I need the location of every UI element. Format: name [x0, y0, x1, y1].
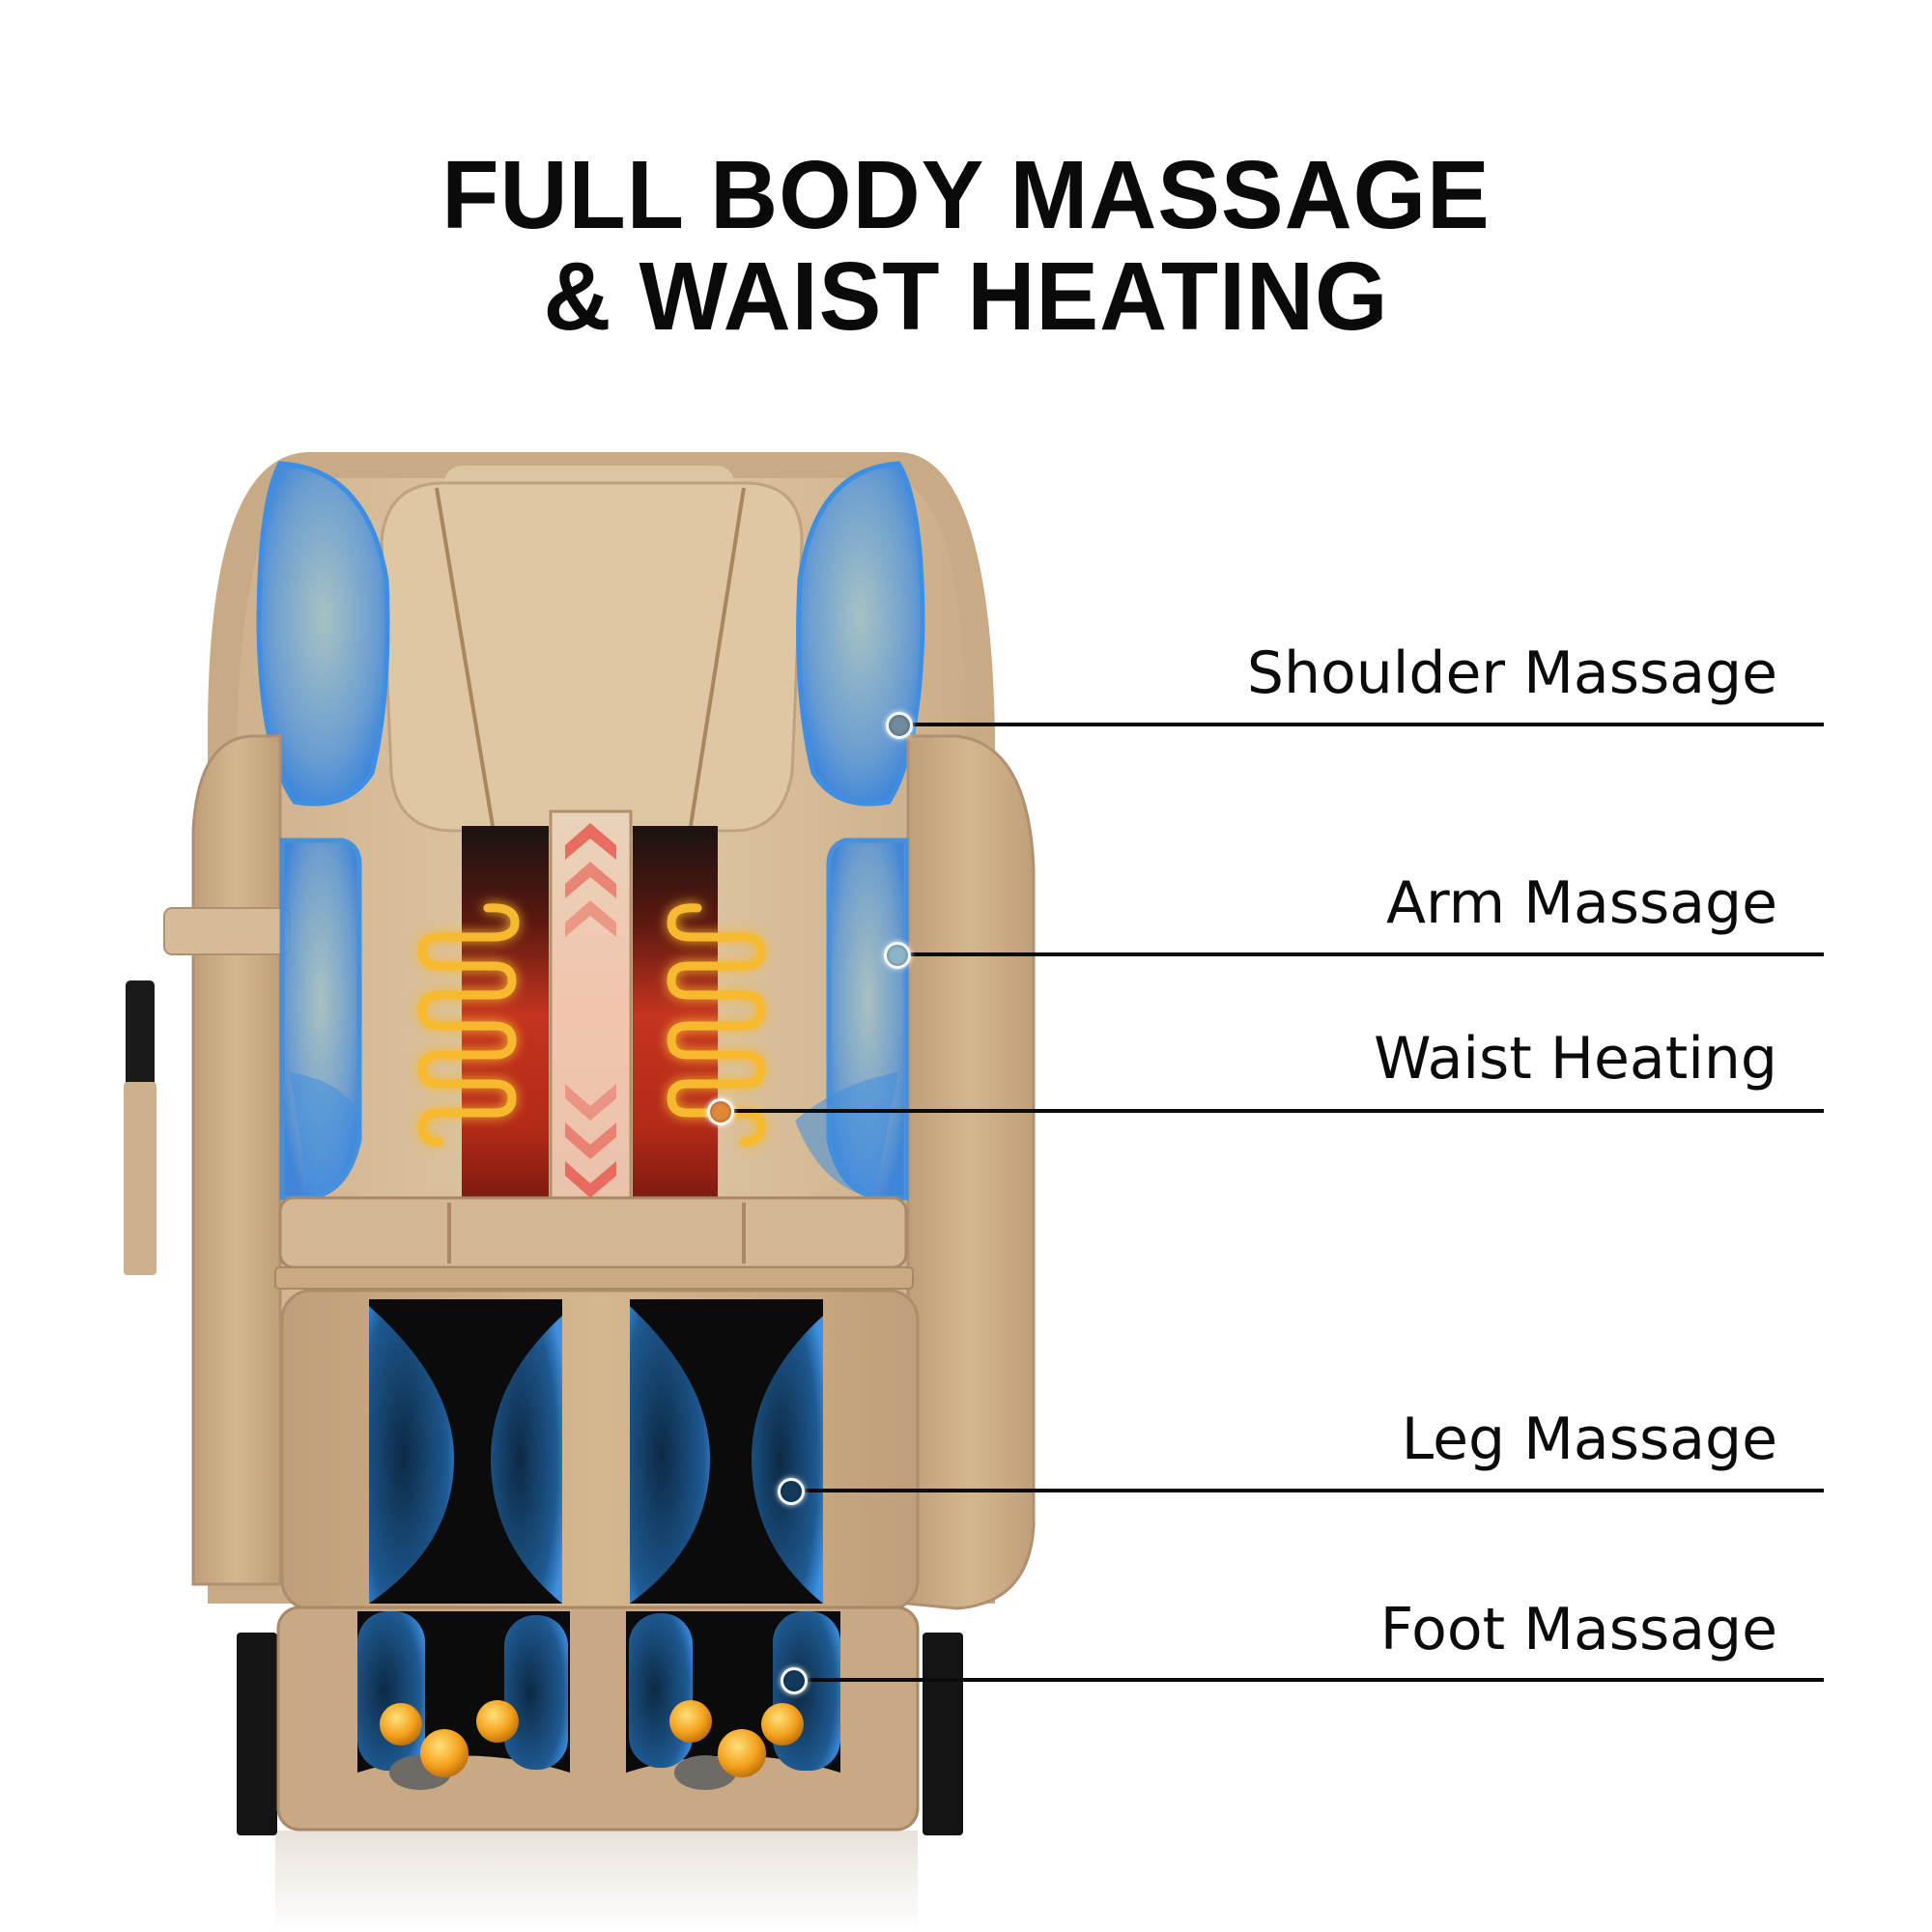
- hotspot-dot-leg[interactable]: [778, 1478, 805, 1505]
- seat-cushion: [278, 1196, 908, 1269]
- foot-airbag-3: [629, 1613, 693, 1768]
- leader-line-leg: [804, 1489, 1824, 1492]
- floor-reflection: [275, 1831, 918, 1932]
- hotspot-dot-arm[interactable]: [884, 942, 911, 969]
- leg-airbag-4: [752, 1316, 823, 1604]
- headline-line-2: & WAIST HEATING: [543, 242, 1389, 351]
- heating-coil-right-icon: [667, 903, 766, 1147]
- arm-airbag-right-flap: [795, 1072, 898, 1198]
- foot-roller-right-icon: [669, 1700, 804, 1790]
- label-arm-massage: Arm Massage: [1386, 869, 1777, 937]
- base-right: [923, 1633, 963, 1835]
- heating-coil-left-icon: [417, 903, 520, 1147]
- foot-airbag-4: [773, 1611, 840, 1771]
- chevrons-down-icon: [565, 1084, 616, 1198]
- headrest-stitching: [435, 487, 746, 827]
- leg-airbag-2: [491, 1316, 562, 1604]
- foot-airbag-1: [357, 1611, 425, 1771]
- seat-seams: [447, 1203, 746, 1264]
- label-foot-massage: Foot Massage: [1379, 1596, 1777, 1663]
- label-shoulder-massage: Shoulder Massage: [1246, 639, 1777, 707]
- shoulder-airbag-right: [796, 461, 925, 807]
- armrest-left-strap: [163, 907, 291, 955]
- hotspot-dot-shoulder[interactable]: [886, 712, 913, 739]
- leg-airbag-3: [630, 1306, 710, 1604]
- armrest-left: [191, 734, 282, 1586]
- headrest: [380, 481, 804, 833]
- leader-line-foot: [807, 1678, 1824, 1682]
- spine-heat-band-right: [633, 826, 718, 1203]
- leader-line-shoulder: [912, 723, 1824, 726]
- foot-roller-left-icon: [380, 1700, 519, 1790]
- spine-heat-band-left: [462, 826, 549, 1203]
- leg-airbag-1: [369, 1306, 454, 1604]
- hotspot-dot-waist[interactable]: [707, 1098, 734, 1125]
- leader-line-waist: [733, 1109, 1824, 1113]
- arm-airbag-left-flap: [290, 1072, 362, 1198]
- seat-front-bar: [274, 1266, 914, 1290]
- hotspot-dot-foot[interactable]: [781, 1667, 808, 1694]
- foot-airbag-2: [504, 1615, 568, 1770]
- label-leg-massage: Leg Massage: [1401, 1406, 1777, 1473]
- base-left: [237, 1633, 277, 1835]
- label-waist-heating: Waist Heating: [1374, 1025, 1777, 1093]
- shoulder-airbag-left: [256, 461, 390, 807]
- remote-pocket: [124, 1082, 156, 1275]
- leader-line-arm: [910, 952, 1824, 956]
- headline-line-1: FULL BODY MASSAGE: [441, 141, 1491, 249]
- chevrons-up-icon: [565, 823, 616, 937]
- armrest-right: [906, 734, 1036, 1610]
